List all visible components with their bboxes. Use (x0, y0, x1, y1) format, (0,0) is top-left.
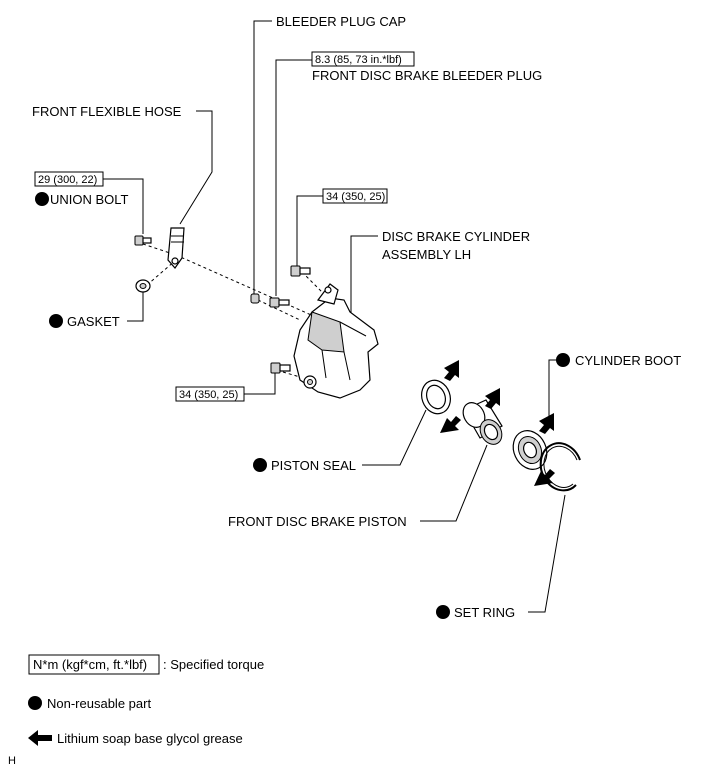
union-bolt-torque-box (34, 171, 104, 187)
bleeder-plug-torque-box (311, 51, 415, 67)
upper-bolt-torque: 34 (350, 25) (326, 191, 385, 203)
cylinder-assembly-label-line1: DISC BRAKE CYLINDER (382, 229, 530, 244)
non-reusable-mark-icon (28, 696, 42, 710)
set-ring-label: SET RING (454, 605, 515, 620)
union-bolt-torque: 29 (300, 22) (38, 174, 97, 186)
legend-non-reusable: Non-reusable part (47, 696, 151, 711)
legend-torque-unit: N*m (kgf*cm, ft.*lbf) (33, 657, 147, 672)
piston-label: FRONT DISC BRAKE PISTON (228, 514, 407, 529)
legend-grease: Lithium soap base glycol grease (57, 731, 243, 746)
legend-torque-box (28, 654, 160, 675)
non-reusable-mark-icon (49, 314, 63, 328)
upper-bolt-torque-box (322, 188, 388, 204)
flexible-hose-label: FRONT FLEXIBLE HOSE (32, 104, 182, 119)
union-bolt-label: UNION BOLT (50, 192, 129, 207)
piston-seal-label: PISTON SEAL (271, 458, 356, 473)
leader-lines (103, 20, 567, 613)
bleeder-plug-cap-label: BLEEDER PLUG CAP (276, 14, 406, 29)
non-reusable-mark-icon (556, 353, 570, 367)
piston-part (462, 399, 503, 445)
grease-arrows (440, 360, 555, 486)
grease-arrow-icon (534, 469, 555, 486)
lower-bolt-torque-box (175, 386, 245, 402)
cylinder-assembly-label-line2: ASSEMBLY LH (382, 247, 471, 262)
lower-bolt-torque: 34 (350, 25) (179, 389, 238, 401)
lower-bolt-part (270, 362, 291, 374)
non-reusable-mark-icon (436, 605, 450, 619)
bleeder-plug-cap-part (250, 293, 260, 304)
grease-arrow-icon (440, 416, 461, 433)
union-bolt-part (134, 235, 152, 246)
piston-seal-part (421, 379, 451, 415)
bleeder-plug-label: FRONT DISC BRAKE BLEEDER PLUG (312, 68, 542, 83)
legend: N*m (kgf*cm, ft.*lbf) : Specified torque… (28, 654, 264, 746)
grease-arrow-icon (539, 413, 554, 434)
gasket-part (135, 279, 151, 293)
bleeder-plug-torque: 8.3 (85, 73 in.*lbf) (315, 54, 402, 66)
grease-arrow-icon (485, 388, 500, 409)
gasket-label: GASKET (67, 314, 120, 329)
non-reusable-mark-icon (35, 192, 49, 206)
legend-torque-desc: : Specified torque (163, 657, 264, 672)
upper-bolt-part (290, 265, 311, 277)
bleeder-plug-part (269, 297, 290, 308)
flexible-hose-part (167, 227, 185, 269)
cylinder-boot-part (512, 430, 548, 470)
set-ring-part (539, 442, 581, 492)
cylinder-boot-label: CYLINDER BOOT (575, 353, 681, 368)
grease-arrow-icon (444, 360, 459, 381)
grease-arrow-icon (28, 730, 52, 746)
disc-brake-cylinder-part (293, 283, 379, 399)
non-reusable-mark-icon (253, 458, 267, 472)
corner-mark: H (8, 755, 16, 767)
